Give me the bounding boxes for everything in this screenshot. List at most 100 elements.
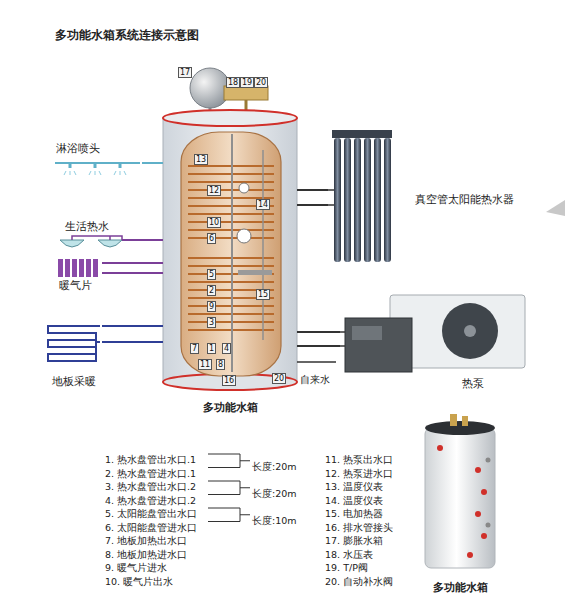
callout-number: 9 <box>207 301 216 312</box>
product-photo-part <box>425 421 495 435</box>
radiator-part <box>86 259 91 277</box>
callout-number: 20 <box>272 373 286 384</box>
solar-collector-part <box>354 138 361 262</box>
tank-body-part <box>239 183 249 193</box>
legend-item-wrap: 14. 温度仪表 <box>325 489 383 508</box>
callout-wrap: 13 <box>194 147 208 166</box>
legend-item-wrap: 13. 温度仪表 <box>325 475 383 494</box>
product-photo-part <box>425 428 495 568</box>
legend-item-wrap: 8. 地板加热进水口 <box>105 543 187 562</box>
corner-swoosh <box>546 200 565 216</box>
solar-collector-part <box>328 189 334 191</box>
node-label: 暖气片 <box>59 279 92 293</box>
callout-number: 16 <box>222 375 236 386</box>
bracket-wrap: 长度:10m <box>252 509 297 528</box>
pipe-connector <box>142 162 163 164</box>
part-list-item: 19. T/P阀 <box>325 562 368 573</box>
product-photo-part <box>437 445 443 451</box>
tank-body-part <box>262 150 264 340</box>
part-list-item: 12. 热泵进水口 <box>325 468 393 479</box>
length-note: 长度:10m <box>252 515 297 526</box>
part-list-item: 17. 膨胀水箱 <box>325 535 383 546</box>
title-wrap: 多功能水箱系统连接示意图 <box>55 24 199 44</box>
tank-body <box>163 110 297 390</box>
product-photo-part <box>481 489 487 495</box>
part-list-item: 3. 热水盘管出水口.2 <box>105 481 196 492</box>
product-photo-part <box>462 416 468 426</box>
callout-wrap: 5 <box>207 262 216 281</box>
callout-wrap: 19 <box>240 70 254 89</box>
legend-brackets-part <box>208 508 250 522</box>
pipe-connector <box>297 345 340 347</box>
cold-water-inlet-part <box>297 361 336 363</box>
tank-body-part <box>163 374 297 390</box>
callout-wrap: 11 <box>198 352 212 371</box>
tank-body-part <box>237 229 251 243</box>
radiator <box>58 259 98 277</box>
legend-item-wrap: 9. 暖气片进水 <box>105 556 167 575</box>
part-list-item: 2. 热水盘管进水口.1 <box>105 468 196 479</box>
pipe-text-wrap: 自来水 <box>299 368 331 387</box>
callout-number: 14 <box>256 199 270 210</box>
callout-number: 1 <box>207 343 216 354</box>
radiator-node: 暖气片 <box>55 256 102 294</box>
callout-wrap: 4 <box>222 336 231 355</box>
callout-number: 7 <box>190 343 199 354</box>
part-list-item: 11. 热泵出水口 <box>325 454 393 465</box>
valve-block-part <box>224 86 268 100</box>
wash-basins <box>60 236 127 247</box>
callout-number: 2 <box>207 285 216 296</box>
bracket-wrap: 长度:20m <box>252 455 297 474</box>
legend-item-wrap: 10. 暖气片出水 <box>105 570 173 589</box>
radiator-part <box>72 259 77 277</box>
wash-basins-part <box>72 236 122 240</box>
callout-number: 15 <box>256 289 270 300</box>
floor-heating-coil <box>48 326 100 361</box>
floor-heating-node: 地板采暖 <box>42 318 102 390</box>
bracket-wrap: 长度:20m <box>252 482 297 501</box>
callout-number: 5 <box>207 269 216 280</box>
product-photo-part <box>481 533 487 539</box>
part-list-item: 13. 温度仪表 <box>325 481 383 492</box>
node-label: 淋浴喷头 <box>56 142 100 156</box>
callout-number: 11 <box>198 359 212 370</box>
product-photo-part <box>486 523 491 528</box>
product-photo-part <box>475 511 481 517</box>
solar-collector-part <box>328 204 334 206</box>
part-list-item: 15. 电加热器 <box>325 508 383 519</box>
pipe-connector <box>102 325 163 327</box>
tank-body-part <box>231 134 233 372</box>
tank-body-part <box>163 110 297 126</box>
callout-wrap: 2 <box>207 278 216 297</box>
part-list-item: 10. 暖气片出水 <box>105 576 173 587</box>
legend-item-wrap: 6. 太阳能盘管进水口 <box>105 516 197 535</box>
callout-number: 13 <box>194 154 208 165</box>
tank-body-part <box>297 118 298 382</box>
legend-item-wrap: 1. 热水盘管出水口.1 <box>105 448 196 467</box>
heat-pump-part <box>345 318 412 372</box>
part-list-item: 7. 地板加热出水口 <box>105 535 187 546</box>
heat-pump-part <box>340 345 345 347</box>
wash-basins-part <box>122 239 127 241</box>
callout-number: 4 <box>222 343 231 354</box>
legend-item-wrap: 2. 热水盘管进水口.1 <box>105 462 196 481</box>
legend-item-wrap: 17. 膨胀水箱 <box>325 529 383 548</box>
callout-wrap: 12 <box>207 178 221 197</box>
legend-item-wrap: 5. 太阳能盘管出水口 <box>105 502 197 521</box>
solar-collector-part <box>384 138 391 262</box>
callout-number: 20 <box>254 77 268 88</box>
heat-pump-part <box>352 326 382 340</box>
tank-node: 多功能水箱 <box>163 112 297 416</box>
node-label: 生活热水 <box>65 220 109 234</box>
part-list-item: 14. 温度仪表 <box>325 495 383 506</box>
part-list-item: 6. 太阳能盘管进水口 <box>105 522 197 533</box>
shower-head-part <box>64 171 126 175</box>
callout-wrap: 15 <box>256 282 270 301</box>
legend-brackets <box>208 454 250 522</box>
caption: 多功能水箱 <box>433 581 488 594</box>
legend-item-wrap: 20. 自动补水阀 <box>325 570 393 589</box>
pipe-connector <box>297 331 340 333</box>
part-list-item: 9. 暖气片进水 <box>105 562 167 573</box>
